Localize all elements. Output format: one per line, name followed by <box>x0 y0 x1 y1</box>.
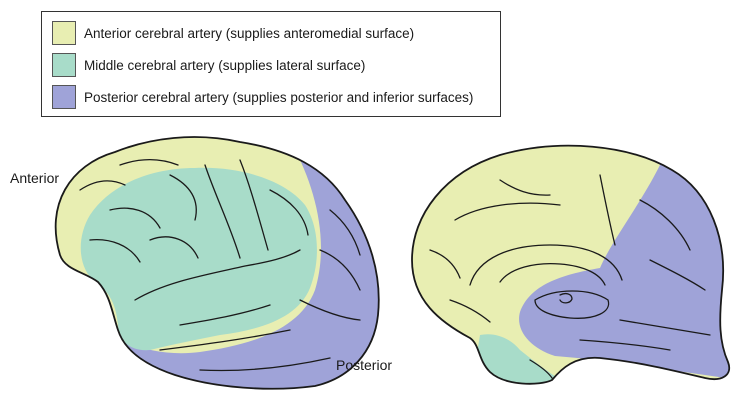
legend: Anterior cerebral artery (supplies anter… <box>41 11 501 117</box>
posterior-swatch <box>52 85 76 109</box>
medial-sulci <box>429 174 711 379</box>
medial-outline <box>411 144 731 385</box>
anterior-swatch <box>52 21 76 45</box>
legend-item-middle: Middle cerebral artery (supplies lateral… <box>52 52 365 78</box>
lateral-sulci <box>79 159 361 372</box>
posterior-label: Posterior <box>336 357 393 373</box>
legend-label-middle: Middle cerebral artery (supplies lateral… <box>84 57 366 73</box>
legend-label-posterior: Posterior cerebral artery (supplies post… <box>84 89 474 105</box>
legend-label-anterior: Anterior cerebral artery (supplies anter… <box>84 25 415 41</box>
lateral-outline <box>54 136 380 390</box>
legend-item-posterior: Posterior cerebral artery (supplies post… <box>52 84 473 110</box>
middle-swatch <box>52 53 76 77</box>
medial-posterior-region <box>519 145 730 380</box>
medial-brain-view <box>411 144 731 385</box>
anterior-label: Anterior <box>10 170 60 186</box>
lateral-posterior-region <box>118 137 379 389</box>
legend-item-anterior: Anterior cerebral artery (supplies anter… <box>52 20 414 46</box>
